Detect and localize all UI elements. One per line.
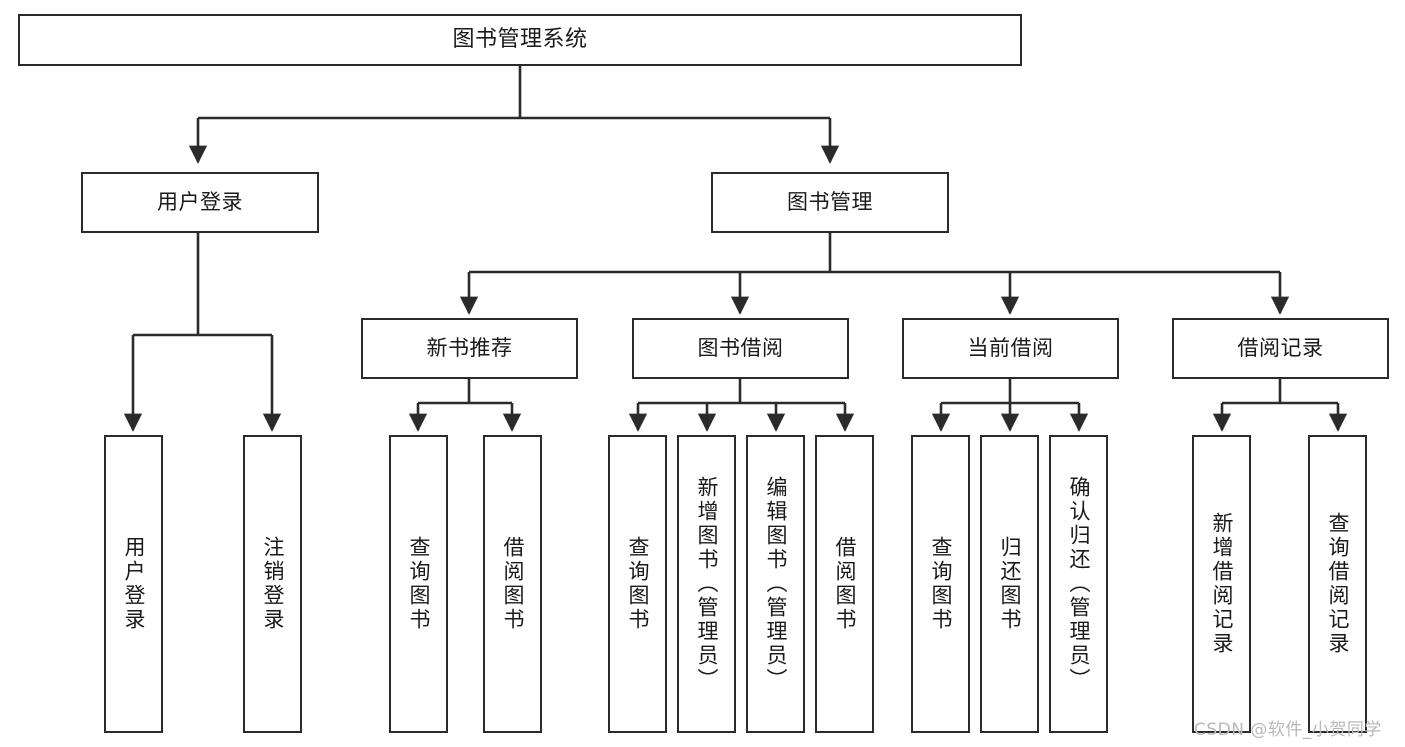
edges-currentborrow-to-leaves: [931, 379, 1089, 432]
node-leaf-user-login[interactable]: 用户登录: [104, 435, 163, 733]
node-book-borrow[interactable]: 图书借阅: [632, 318, 849, 379]
node-leaf-borrow-book-1[interactable]: 借阅图书: [483, 435, 542, 733]
node-label-leaf-query-book-1: 查询图书: [407, 536, 431, 632]
node-label-leaf-borrow-book-1: 借阅图书: [501, 536, 525, 632]
node-label-book-borrow: 图书借阅: [697, 335, 784, 360]
node-leaf-query-book-3[interactable]: 查询图书: [911, 435, 970, 733]
node-label-leaf-add-record: 新增借阅记录: [1210, 512, 1234, 656]
node-label-leaf-user-login: 用户登录: [122, 536, 146, 632]
node-label-root: 图书管理系统: [452, 26, 588, 52]
node-label-user-login: 用户登录: [157, 189, 243, 214]
node-label-leaf-borrow-book-2: 借阅图书: [833, 536, 857, 632]
edges-userlogin-to-leaves: [123, 233, 282, 432]
node-label-leaf-query-book-3: 查询图书: [929, 536, 953, 632]
node-label-current-borrow: 当前借阅: [967, 335, 1054, 360]
node-label-leaf-add-book: 新增图书（管理员）: [695, 476, 719, 692]
node-label-borrow-record: 借阅记录: [1237, 335, 1324, 360]
node-label-leaf-edit-book: 编辑图书（管理员）: [764, 476, 788, 692]
node-label-book-manage: 图书管理: [787, 189, 873, 214]
node-label-leaf-query-book-2: 查询图书: [626, 536, 650, 632]
node-label-leaf-query-record: 查询借阅记录: [1326, 512, 1350, 656]
node-leaf-user-logout[interactable]: 注销登录: [243, 435, 302, 733]
node-leaf-add-record[interactable]: 新增借阅记录: [1192, 435, 1251, 733]
node-label-leaf-confirm-return: 确认归还（管理员）: [1067, 476, 1091, 692]
node-leaf-confirm-return[interactable]: 确认归还（管理员）: [1049, 435, 1108, 733]
edges-root-to-level2: [188, 66, 840, 164]
node-current-borrow[interactable]: 当前借阅: [902, 318, 1119, 379]
node-root-system[interactable]: 图书管理系统: [18, 14, 1022, 66]
node-leaf-borrow-book-2[interactable]: 借阅图书: [815, 435, 874, 733]
node-label-new-book-recommend: 新书推荐: [426, 335, 513, 360]
edges-bookmanage-to-level3: [459, 233, 1290, 315]
node-new-book-recommend[interactable]: 新书推荐: [361, 318, 578, 379]
node-leaf-query-record[interactable]: 查询借阅记录: [1308, 435, 1367, 733]
node-borrow-record[interactable]: 借阅记录: [1172, 318, 1389, 379]
node-leaf-query-book-2[interactable]: 查询图书: [608, 435, 667, 733]
node-label-leaf-return-book: 归还图书: [998, 536, 1022, 632]
edges-newbook-to-leaves: [408, 379, 522, 432]
edges-bookborrow-to-leaves: [628, 379, 855, 432]
edges-borrowrecord-to-leaves: [1212, 379, 1348, 432]
node-leaf-query-book-1[interactable]: 查询图书: [389, 435, 448, 733]
node-book-manage[interactable]: 图书管理: [711, 172, 949, 233]
node-leaf-edit-book[interactable]: 编辑图书（管理员）: [746, 435, 805, 733]
node-leaf-return-book[interactable]: 归还图书: [980, 435, 1039, 733]
node-leaf-add-book[interactable]: 新增图书（管理员）: [677, 435, 736, 733]
node-label-leaf-user-logout: 注销登录: [261, 536, 285, 632]
node-user-login[interactable]: 用户登录: [81, 172, 319, 233]
